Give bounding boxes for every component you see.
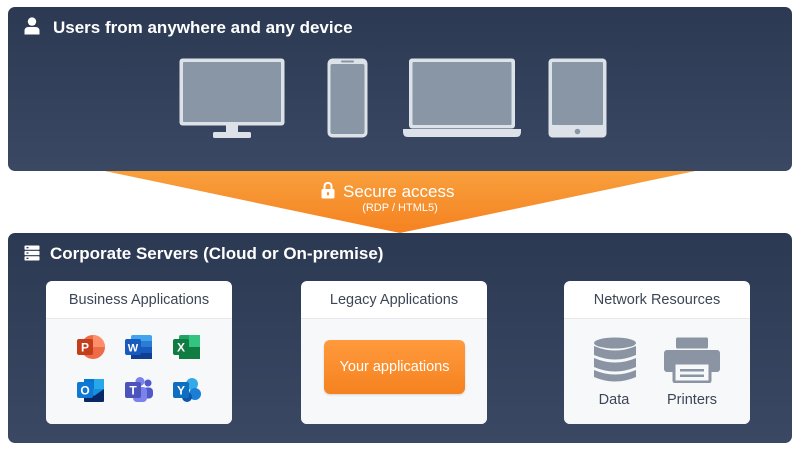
business-applications-body: P W X O [46,319,232,424]
network-resources-card: Network Resources Data Printers [564,281,750,424]
secure-access-subtitle: (RDP / HTML5) [362,202,438,214]
svg-text:P: P [81,341,89,355]
svg-text:X: X [177,341,185,355]
yammer-icon[interactable]: Y [172,376,202,404]
excel-icon[interactable]: X [172,333,202,361]
monitor-icon [179,58,285,138]
network-resources-title: Network Resources [564,281,750,319]
server-icon [24,245,40,261]
network-resources-body: Data Printers [564,319,750,424]
teams-icon[interactable]: T [124,376,154,404]
users-panel-title: Users from anywhere and any device [53,18,353,37]
users-panel [8,7,792,171]
smartphone-icon [327,58,368,138]
your-applications-button[interactable]: Your applications [324,340,465,394]
outlook-icon[interactable]: O [76,376,106,404]
secure-access-title: Secure access [343,182,455,201]
legacy-applications-title: Legacy Applications [301,281,487,319]
word-icon[interactable]: W [124,333,154,361]
business-applications-title: Business Applications [46,281,232,319]
powerpoint-icon[interactable]: P [76,333,106,361]
printer-icon [664,337,720,383]
legacy-applications-card: Legacy Applications Your applications [301,281,487,424]
corporate-servers-title: Corporate Servers (Cloud or On-premise) [50,244,384,263]
svg-text:W: W [128,343,139,355]
user-icon [24,17,40,35]
business-applications-card: Business Applications P W X [46,281,232,424]
data-label: Data [598,392,630,408]
tablet-icon [548,58,607,138]
svg-text:T: T [129,384,137,398]
svg-text:O: O [80,384,89,398]
database-icon [594,337,636,382]
svg-text:Y: Y [177,384,185,398]
legacy-applications-body: Your applications [301,319,487,424]
laptop-icon [403,58,521,137]
lock-icon [321,182,335,199]
printers-label: Printers [667,392,717,408]
